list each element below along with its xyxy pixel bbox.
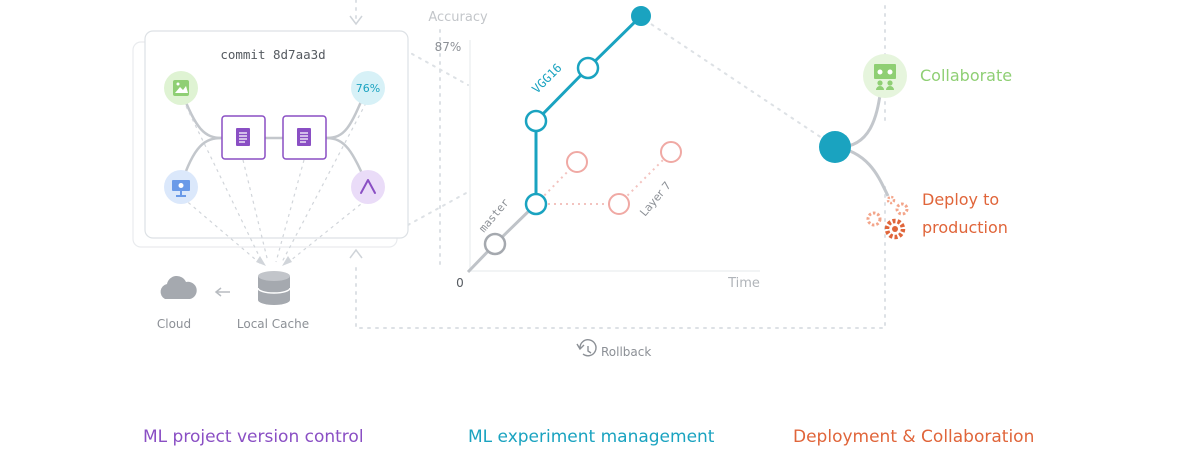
graph-icon — [360, 179, 376, 194]
team-icon — [874, 64, 896, 90]
cache-label: Local Cache — [237, 317, 309, 331]
rollback-label: Rollback — [601, 345, 651, 359]
branch-label-master: master — [476, 196, 512, 235]
metric-badge: 76% — [356, 82, 380, 95]
rollback-icon — [576, 339, 597, 357]
master-commit-node[interactable] — [483, 232, 507, 256]
branch-point-node[interactable] — [524, 192, 548, 216]
branch-label-layer7: Layer 7 — [637, 179, 673, 219]
gears-icon — [866, 195, 909, 240]
y-axis-label: Accuracy — [428, 10, 488, 25]
document-node-1[interactable] — [221, 115, 266, 160]
rollback-control[interactable]: Rollback — [576, 339, 651, 359]
branch-label-vgg16: VGG16 — [529, 61, 564, 96]
collaborate-node[interactable] — [863, 54, 907, 98]
origin-label: 0 — [456, 276, 464, 290]
deployment-panel: Collaborate Deploy to production — [819, 54, 1012, 240]
layer7-node-3[interactable] — [660, 141, 682, 163]
vgg16-best-node[interactable] — [631, 6, 651, 26]
x-axis-label: Time — [727, 276, 760, 291]
deploy-label-line1: Deploy to — [922, 190, 999, 209]
presentation-icon — [172, 180, 190, 197]
experiment-panel: Accuracy 87% 0 Time master VGG16 Layer 7 — [428, 6, 760, 291]
version-control-panel: commit 8d7aa3d — [132, 30, 409, 331]
deploy-label-line2: production — [922, 218, 1008, 237]
y-top-tick: 87% — [435, 40, 462, 54]
vgg16-node-2[interactable] — [576, 56, 600, 80]
metric-node[interactable]: 76% — [351, 71, 385, 105]
cloud-icon — [160, 275, 197, 299]
presentation-node[interactable] — [164, 170, 198, 204]
layer7-node-1[interactable] — [566, 151, 588, 173]
frame-arrows — [349, 15, 363, 259]
commit-label: commit 8d7aa3d — [220, 47, 325, 62]
caption-deployment: Deployment & Collaboration — [793, 427, 1035, 447]
model-hub-node[interactable] — [819, 131, 851, 163]
image-icon — [173, 80, 189, 96]
cache-arrowheads — [256, 256, 292, 266]
document-node-2[interactable] — [282, 115, 327, 160]
caption-version-control: ML project version control — [143, 427, 364, 447]
left-arrow — [214, 287, 230, 297]
database-icon — [257, 271, 291, 305]
document-icon — [236, 128, 250, 146]
layer7-node-2[interactable] — [608, 193, 630, 215]
document-icon — [297, 128, 311, 146]
image-node[interactable] — [164, 71, 198, 105]
vgg16-node-1[interactable] — [524, 109, 548, 133]
collaborate-label: Collaborate — [920, 66, 1012, 85]
graph-node[interactable] — [351, 170, 385, 204]
cloud-label: Cloud — [157, 317, 191, 331]
caption-experiment-management: ML experiment management — [468, 427, 715, 447]
